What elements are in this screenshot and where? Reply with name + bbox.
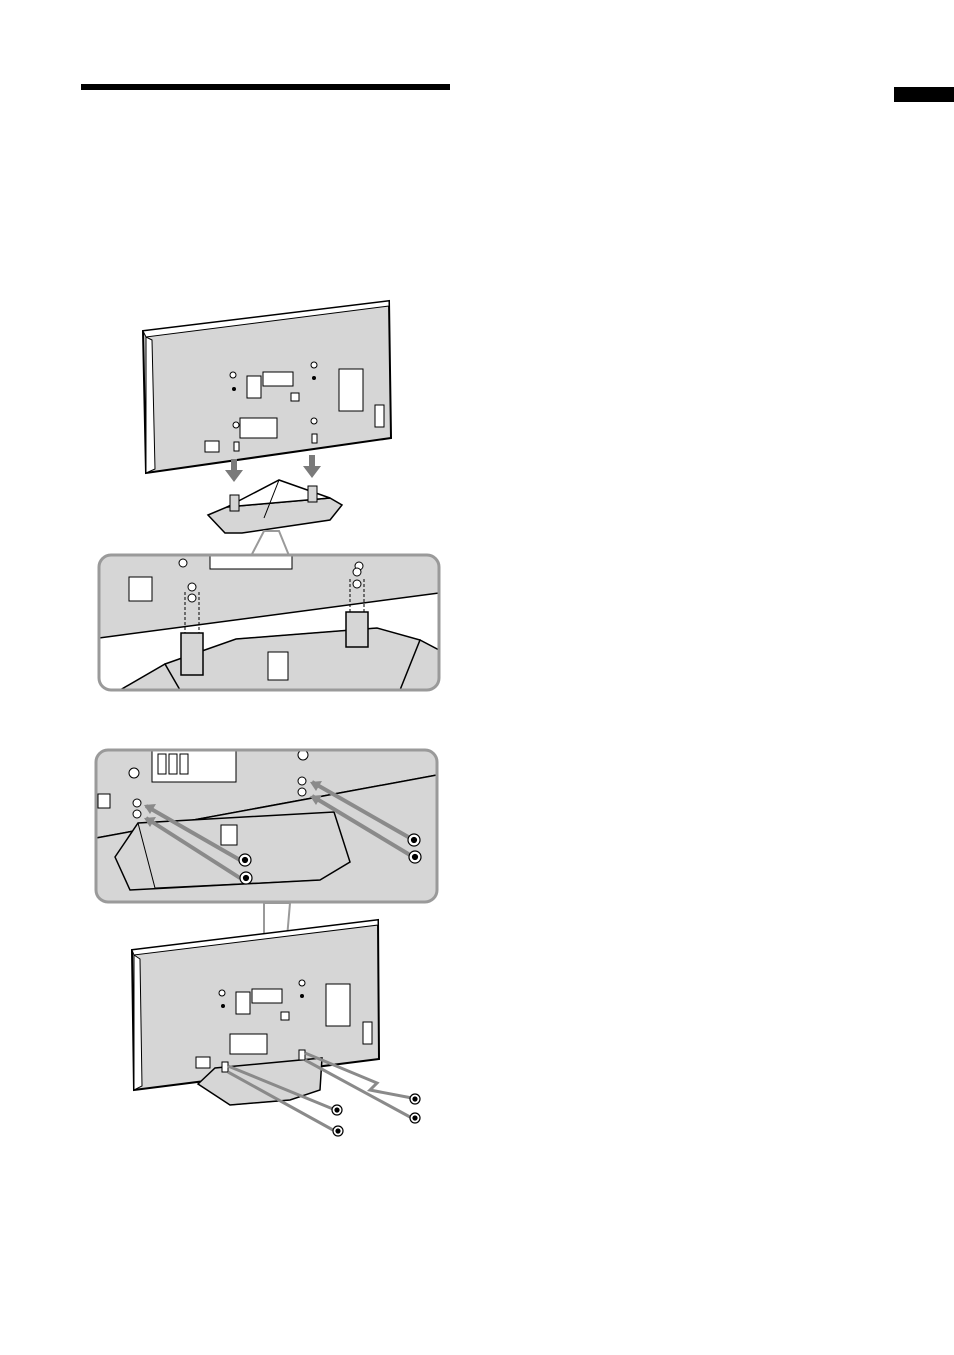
tv-onto-stand-figure <box>143 301 391 533</box>
down-arrow-right <box>303 455 321 478</box>
screw-fastening-detail <box>96 750 437 902</box>
tv-screws-attach-figure <box>132 920 420 1136</box>
stand-figure-top <box>208 480 342 533</box>
down-arrow-left <box>225 459 243 482</box>
post-alignment-detail <box>99 555 439 690</box>
